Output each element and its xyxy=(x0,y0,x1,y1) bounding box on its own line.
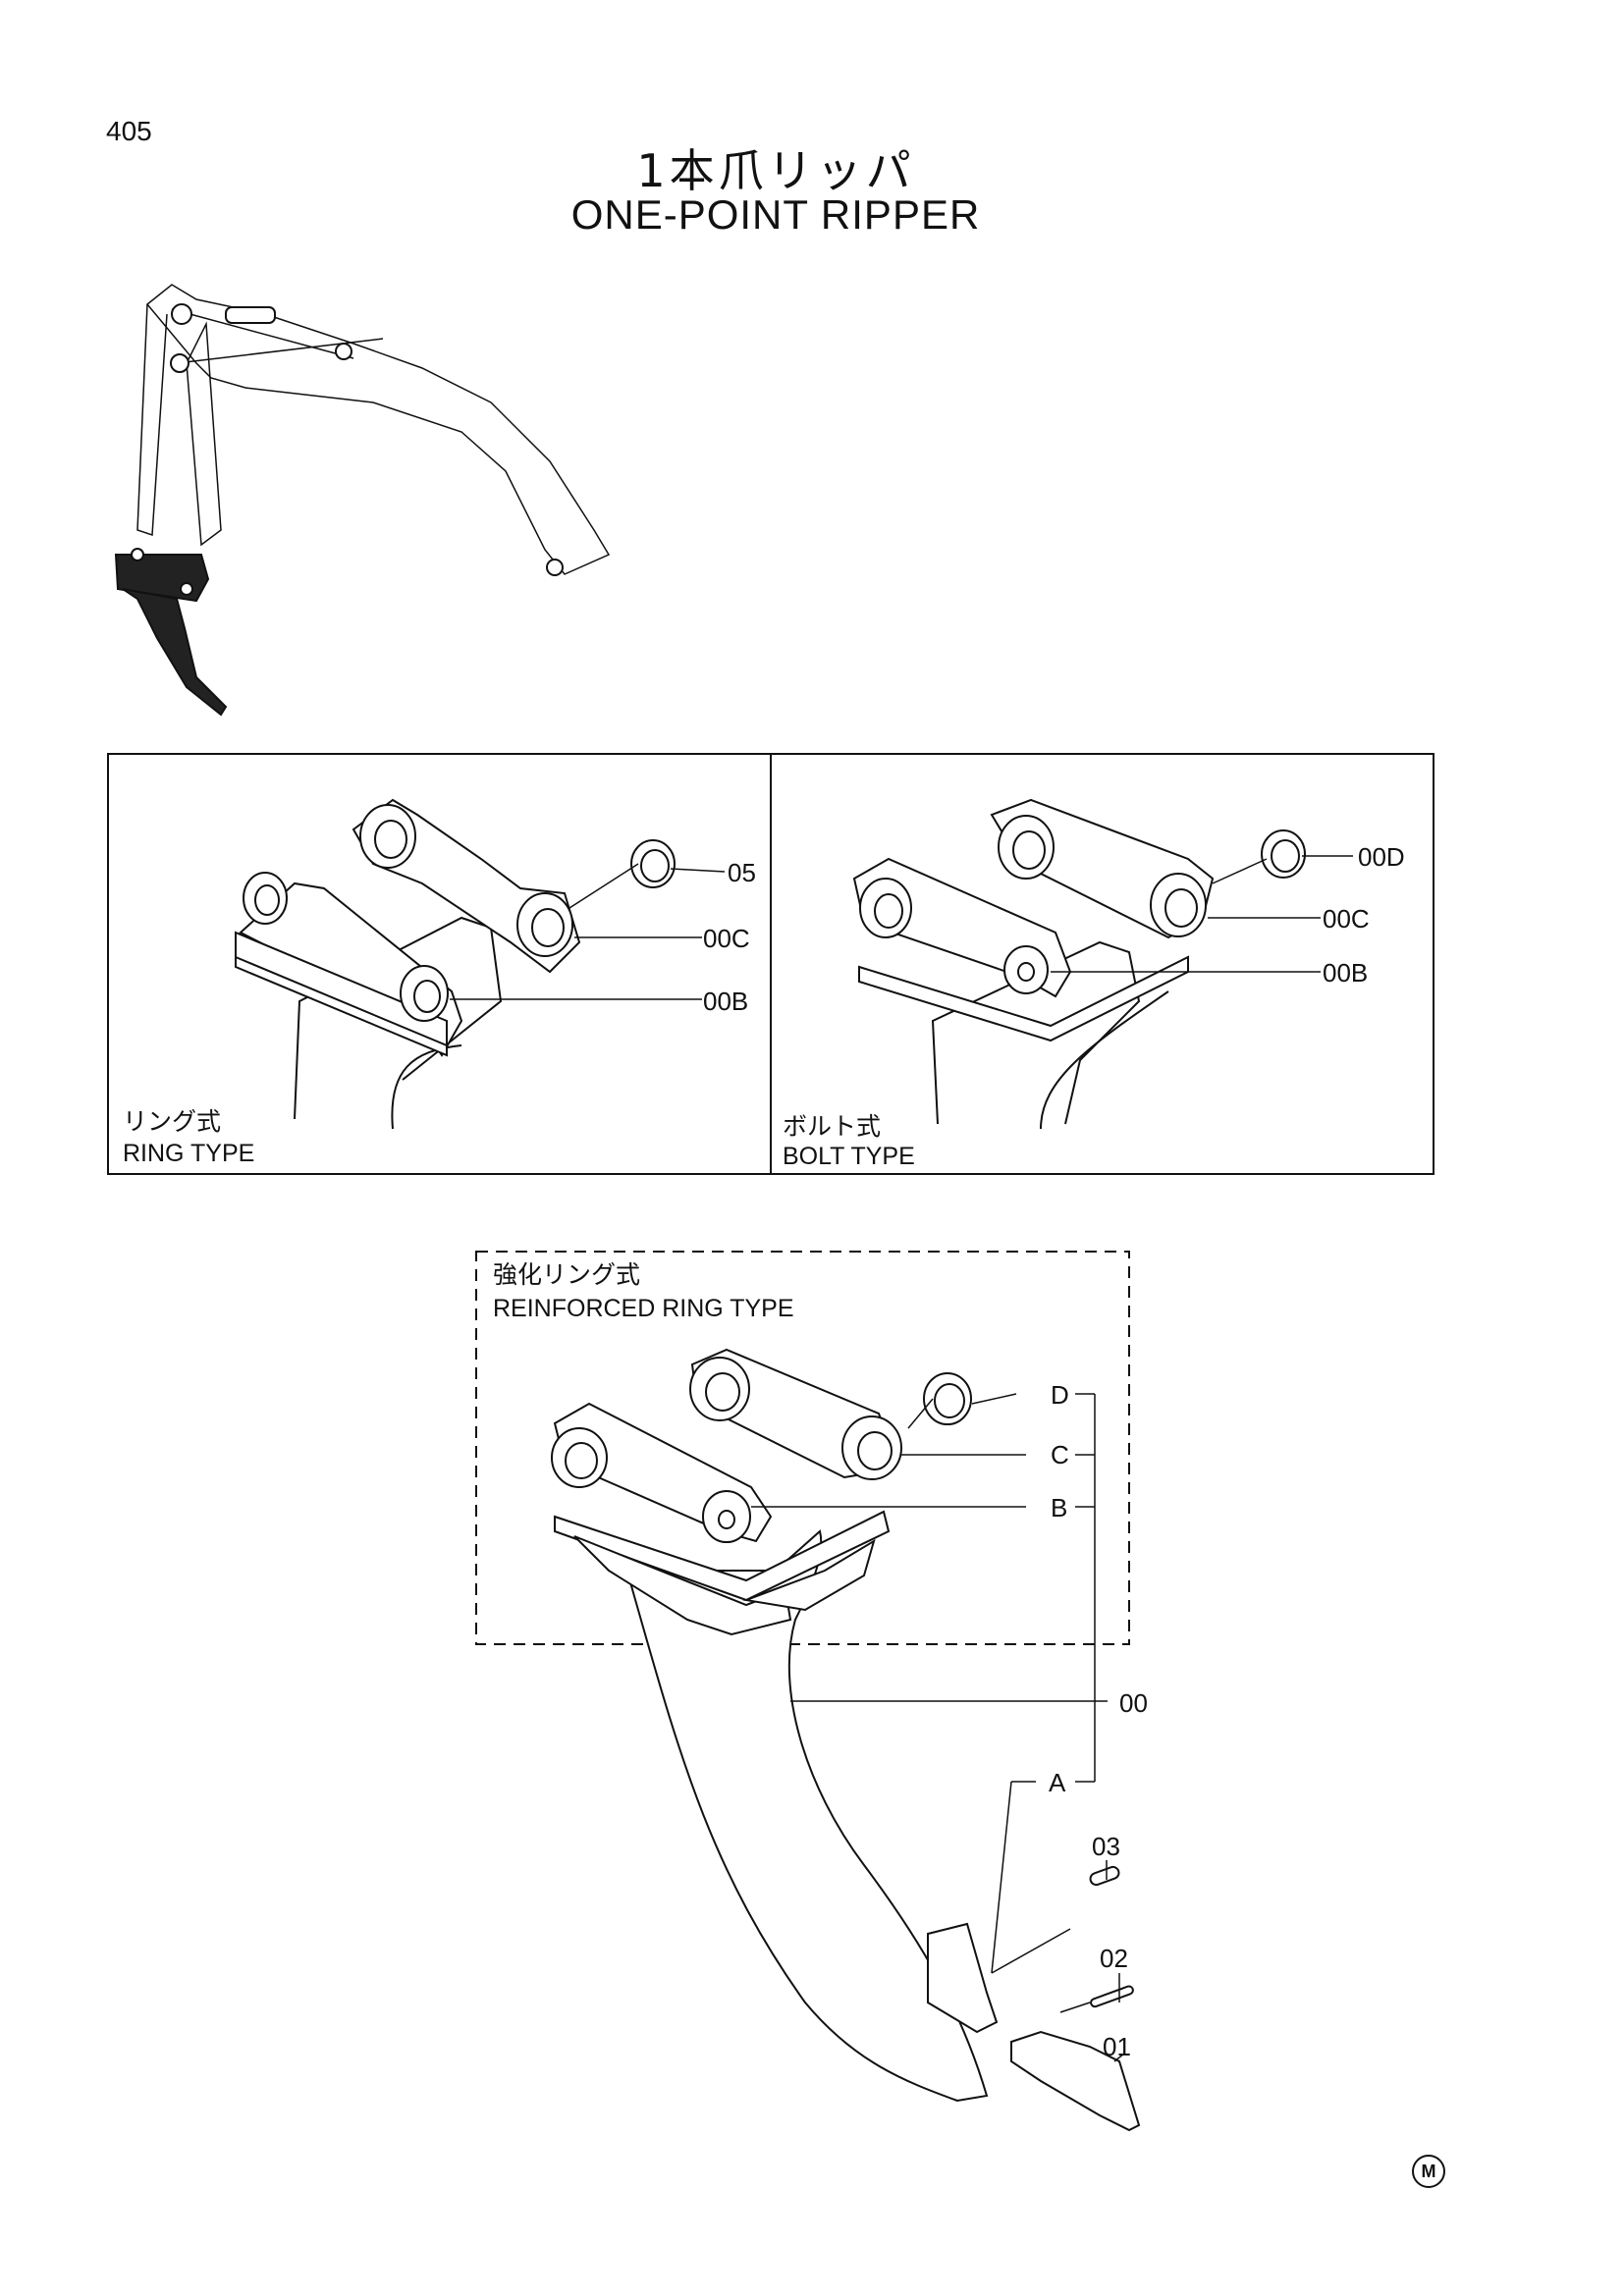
callout-00c-ring: 00C xyxy=(703,924,750,953)
bolt-type-label-en: BOLT TYPE xyxy=(783,1143,915,1170)
callout-00b-bolt: 00B xyxy=(1323,958,1369,988)
callout-00d-bolt: 00D xyxy=(1358,842,1405,872)
callout-00c-bolt: 00C xyxy=(1323,904,1370,934)
callout-01: 01 xyxy=(1103,2032,1131,2061)
reinforced-bracket-and-shank-illustration xyxy=(551,1348,1141,2132)
callout-c: C xyxy=(1051,1440,1069,1469)
reinforced-type-label-en: REINFORCED RING TYPE xyxy=(493,1295,794,1322)
m-mark-icon: M xyxy=(1412,2155,1445,2188)
reinforced-ring-panel-frame xyxy=(475,1251,1130,1645)
ring-type-bracket-illustration xyxy=(235,798,726,1130)
callout-03: 03 xyxy=(1092,1832,1120,1861)
excavator-arm-illustration xyxy=(114,284,611,717)
ring-type-label-jp: リング式 xyxy=(123,1108,222,1136)
page-number: 405 xyxy=(106,116,152,146)
callout-02: 02 xyxy=(1100,1944,1128,1973)
callout-a: A xyxy=(1049,1768,1066,1797)
reinforced-type-label-jp: 強化リング式 xyxy=(493,1261,641,1289)
page-title-jp: 1本爪リッパ xyxy=(636,144,915,197)
page-title-en: ONE-POINT RIPPER xyxy=(570,191,981,238)
ring-type-label-en: RING TYPE xyxy=(123,1140,255,1167)
bolt-type-bracket-illustration xyxy=(852,798,1353,1130)
callout-00b-ring: 00B xyxy=(703,987,749,1016)
callout-d: D xyxy=(1051,1380,1069,1410)
callout-b: B xyxy=(1051,1493,1068,1522)
callout-00: 00 xyxy=(1119,1688,1148,1718)
bolt-type-label-jp: ボルト式 xyxy=(783,1113,882,1141)
bolt-type-panel-frame xyxy=(770,753,1435,1175)
callout-05: 05 xyxy=(728,858,756,887)
